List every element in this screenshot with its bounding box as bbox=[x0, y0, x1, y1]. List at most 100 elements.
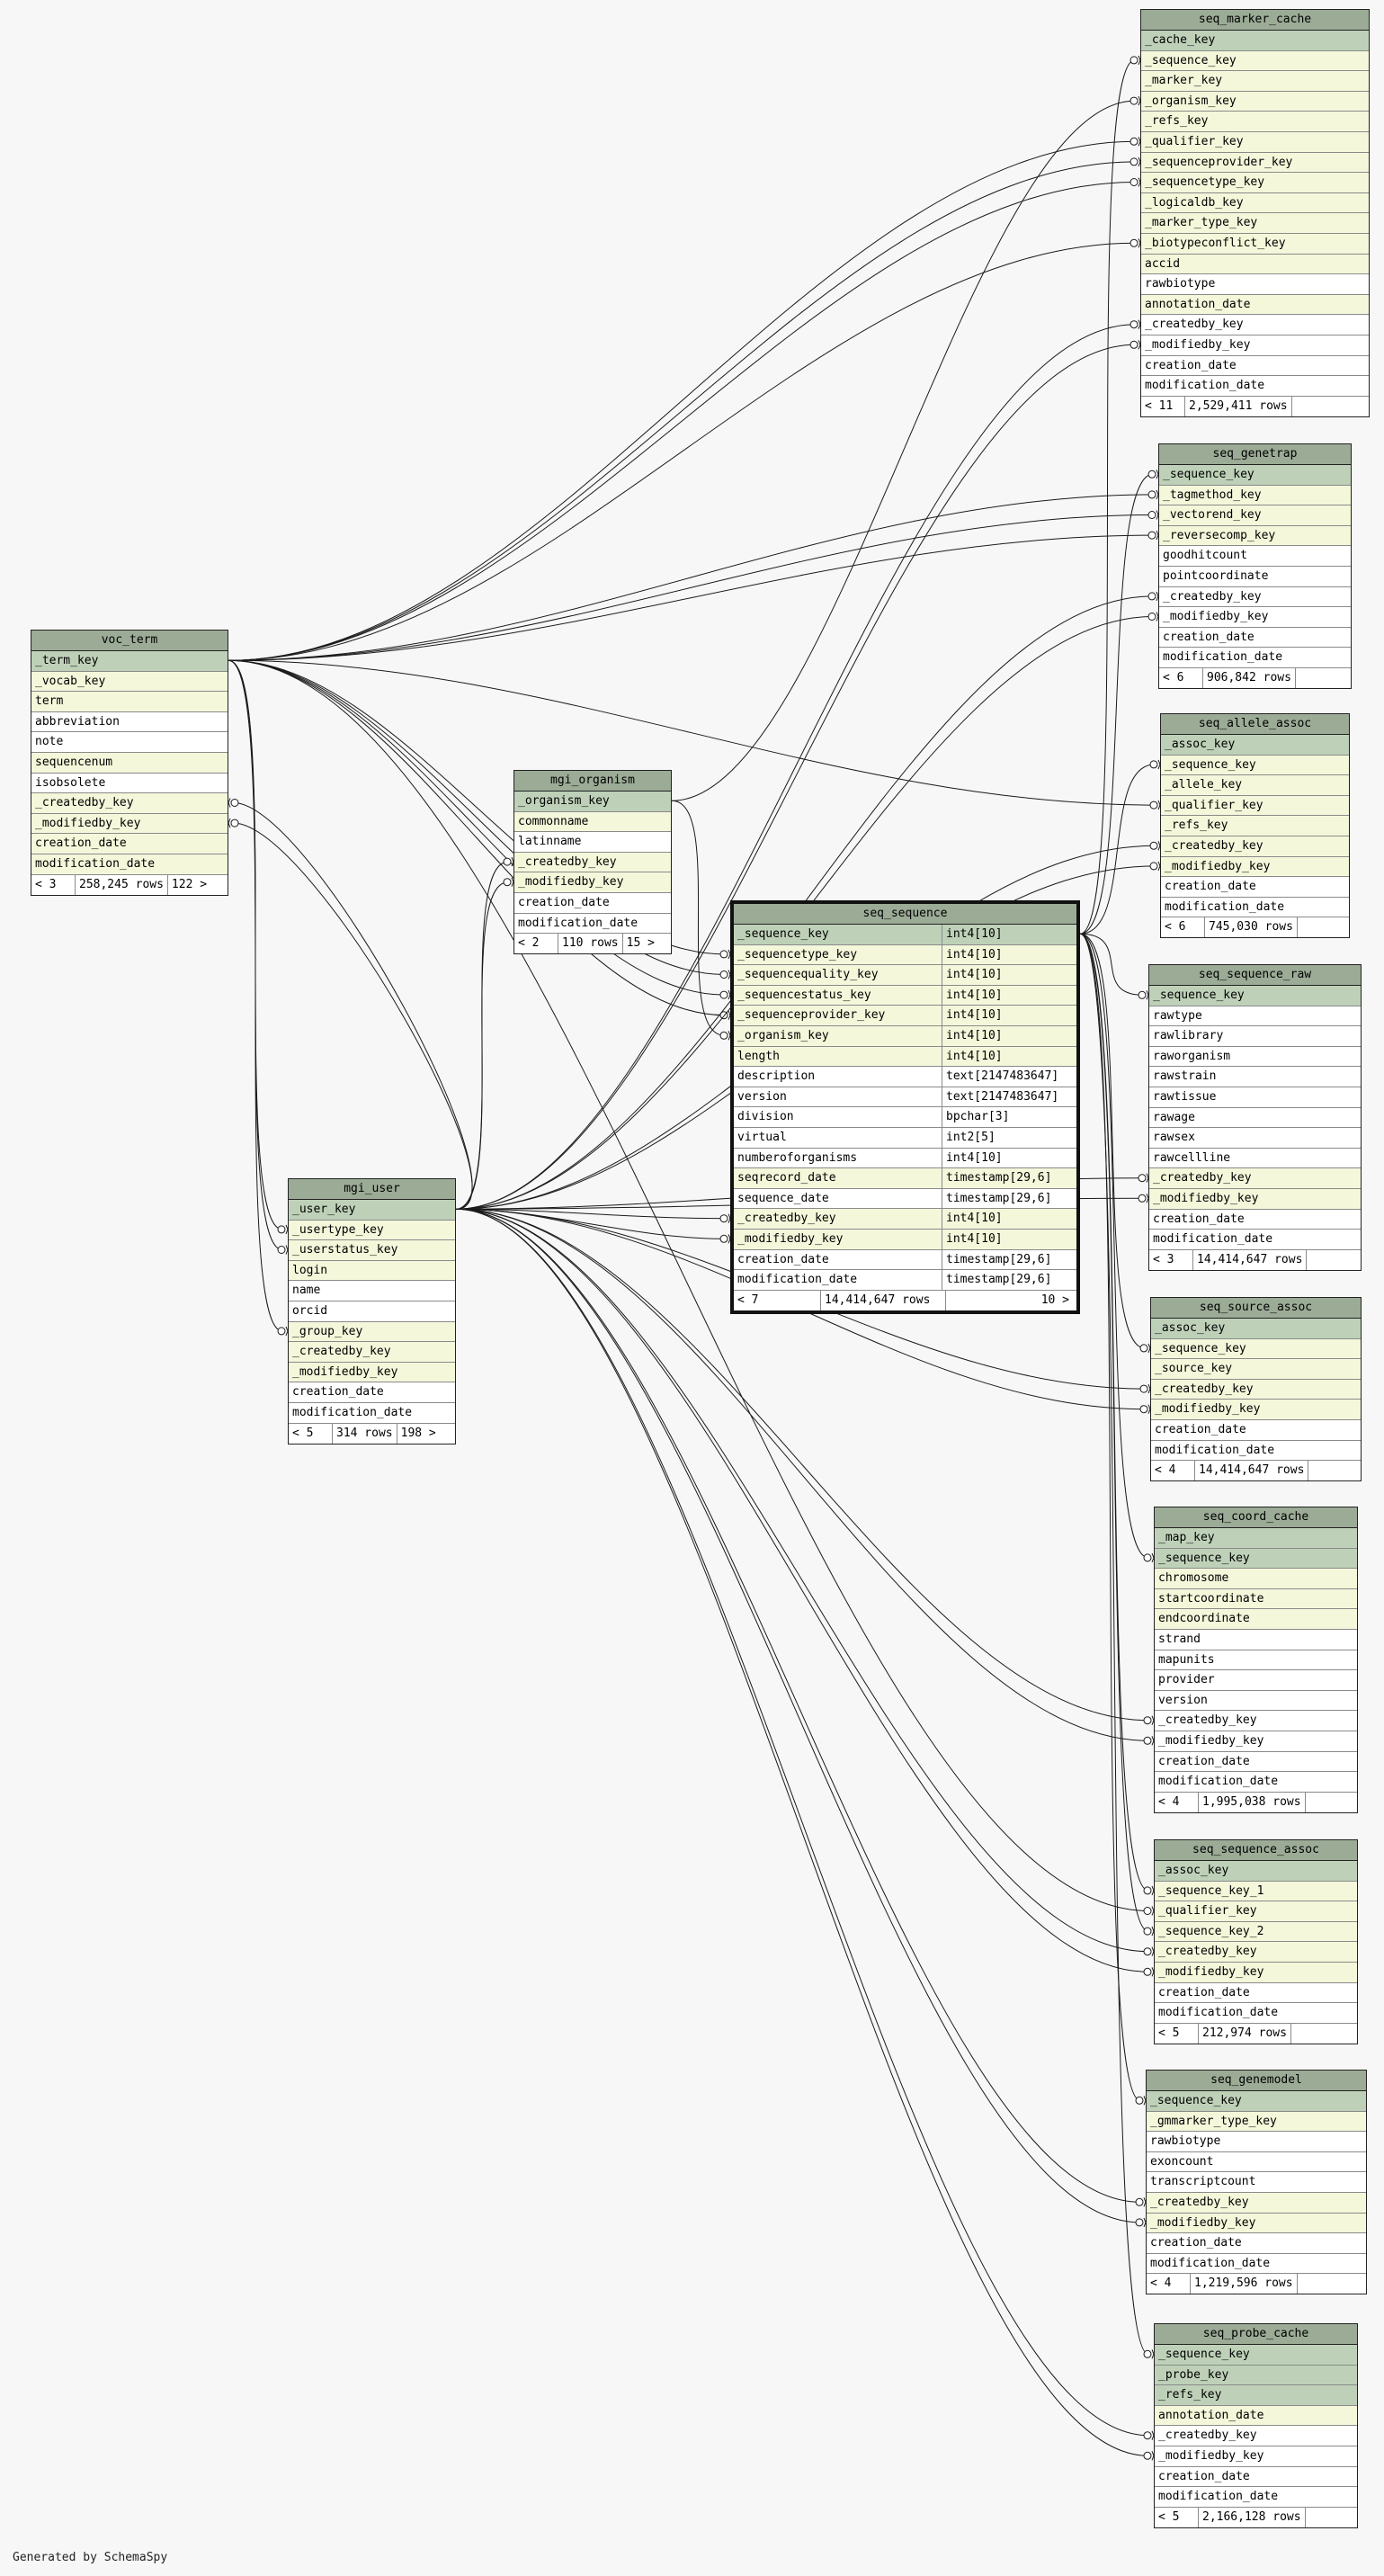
parents-link[interactable]: < 5 bbox=[289, 1423, 333, 1444]
column-row[interactable]: modification_date bbox=[1159, 648, 1351, 668]
parents-link[interactable]: < 6 bbox=[1161, 917, 1205, 938]
column-row[interactable]: _sequence_key_1 bbox=[1155, 1881, 1357, 1902]
column-row[interactable]: goodhitcount bbox=[1159, 546, 1351, 567]
column-row[interactable]: _gmmarker_type_key bbox=[1147, 2111, 1366, 2133]
column-row[interactable]: endcoordinate bbox=[1155, 1609, 1357, 1630]
column-row[interactable]: _reversecomp_key bbox=[1159, 525, 1351, 547]
table-seq-sequence-assoc[interactable]: seq_sequence_assoc_assoc_key_sequence_ke… bbox=[1154, 1839, 1358, 2044]
children-link[interactable] bbox=[1291, 2024, 1357, 2044]
column-row[interactable]: _logicaldb_key bbox=[1141, 192, 1369, 214]
parents-link[interactable]: < 2 bbox=[514, 934, 558, 954]
column-row[interactable]: _createdby_key bbox=[289, 1342, 455, 1363]
table-title[interactable]: seq_probe_cache bbox=[1155, 2324, 1357, 2345]
column-row[interactable]: modification_date bbox=[514, 914, 671, 935]
column-row[interactable]: _modifiedby_key bbox=[1151, 1400, 1361, 1420]
column-row[interactable]: _modifiedby_key bbox=[1155, 1962, 1357, 1983]
column-row[interactable]: login bbox=[289, 1260, 455, 1282]
column-row[interactable]: _sequence_key bbox=[1155, 1548, 1357, 1570]
parents-link[interactable]: < 3 bbox=[31, 874, 76, 895]
column-row[interactable]: _user_key bbox=[289, 1200, 455, 1221]
column-row[interactable]: version bbox=[1155, 1691, 1357, 1712]
column-row[interactable]: _assoc_key bbox=[1151, 1319, 1361, 1339]
column-row[interactable]: creation_date bbox=[1141, 356, 1369, 377]
column-row[interactable]: pointcoordinate bbox=[1159, 567, 1351, 587]
column-row[interactable]: _modifiedby_key bbox=[1147, 2213, 1366, 2234]
column-row[interactable]: name bbox=[289, 1281, 455, 1301]
column-row[interactable]: _sequence_key bbox=[1149, 986, 1361, 1006]
column-row[interactable]: modification_date bbox=[1155, 1772, 1357, 1793]
children-link[interactable] bbox=[1306, 2508, 1357, 2527]
column-row[interactable]: modification_date bbox=[1161, 898, 1349, 918]
column-row[interactable]: modification_date bbox=[1155, 2487, 1357, 2508]
column-row[interactable]: _modifiedby_key bbox=[1149, 1188, 1361, 1210]
column-row[interactable]: _sequence_key bbox=[1155, 2345, 1357, 2366]
table-seq-allele-assoc[interactable]: seq_allele_assoc_assoc_key_sequence_key_… bbox=[1160, 713, 1350, 939]
column-row[interactable]: _refs_key bbox=[1161, 816, 1349, 836]
column-row[interactable]: _assoc_key bbox=[1161, 735, 1349, 756]
column-row[interactable]: creation_date bbox=[1159, 628, 1351, 648]
parents-link[interactable]: < 4 bbox=[1151, 1461, 1195, 1481]
column-row[interactable]: _sequence_key_2 bbox=[1155, 1921, 1357, 1943]
column-row[interactable]: _sequence_key bbox=[1161, 755, 1349, 776]
column-row[interactable]: _createdby_key bbox=[514, 852, 671, 873]
column-row[interactable]: _source_key bbox=[1151, 1359, 1361, 1380]
column-row[interactable]: _createdby_key bbox=[1155, 1942, 1357, 1963]
parents-link[interactable]: < 4 bbox=[1155, 1792, 1199, 1812]
column-row[interactable]: _createdby_key bbox=[1161, 836, 1349, 857]
parents-link[interactable]: < 5 bbox=[1155, 2507, 1199, 2527]
column-row[interactable]: strand bbox=[1155, 1630, 1357, 1650]
table-seq-genetrap[interactable]: seq_genetrap_sequence_key_tagmethod_key _… bbox=[1158, 443, 1352, 689]
column-row[interactable]: transcriptcount bbox=[1147, 2172, 1366, 2193]
column-row[interactable]: rawcellline bbox=[1149, 1149, 1361, 1169]
table-title[interactable]: mgi_organism bbox=[514, 771, 671, 792]
table-title[interactable]: seq_sequence_assoc bbox=[1155, 1840, 1357, 1861]
column-row[interactable]: commonname bbox=[514, 811, 671, 833]
column-row[interactable]: _sequence_key bbox=[1159, 465, 1351, 486]
column-row[interactable]: rawstrain bbox=[1149, 1067, 1361, 1087]
table-title[interactable]: mgi_user bbox=[289, 1179, 455, 1200]
column-row[interactable]: _usertype_key bbox=[289, 1220, 455, 1241]
column-row[interactable]: term bbox=[31, 692, 228, 712]
column-row[interactable]: _group_key bbox=[289, 1321, 455, 1343]
table-title[interactable]: seq_genetrap bbox=[1159, 444, 1351, 465]
column-row[interactable]: _marker_type_key bbox=[1141, 213, 1369, 234]
column-row[interactable]: _createdby_key bbox=[1155, 2426, 1357, 2446]
column-row[interactable]: _tagmethod_key bbox=[1159, 485, 1351, 506]
column-row[interactable]: creation_date bbox=[1161, 877, 1349, 898]
column-row[interactable]: abbreviation bbox=[31, 712, 228, 733]
children-link[interactable]: 122 > bbox=[171, 877, 208, 891]
column-row[interactable]: creation_date bbox=[1155, 1752, 1357, 1773]
column-row[interactable]: _refs_key bbox=[1141, 112, 1369, 132]
column-row[interactable]: exoncount bbox=[1147, 2152, 1366, 2173]
column-row[interactable]: _vocab_key bbox=[31, 671, 228, 693]
children-link[interactable]: 10 > bbox=[1040, 1292, 1069, 1307]
column-row[interactable]: _modifiedby_key bbox=[514, 872, 671, 893]
column-row[interactable]: chromosome bbox=[1155, 1569, 1357, 1589]
column-row[interactable]: rawage bbox=[1149, 1108, 1361, 1129]
column-row[interactable]: _modifiedby_key bbox=[1155, 2446, 1357, 2467]
parents-link[interactable]: < 5 bbox=[1155, 2023, 1199, 2044]
column-row[interactable]: creation_date bbox=[514, 893, 671, 914]
column-row[interactable]: _term_key bbox=[31, 651, 228, 672]
children-link[interactable] bbox=[1298, 2274, 1366, 2294]
parents-link[interactable]: < 6 bbox=[1159, 667, 1203, 688]
column-row[interactable]: note bbox=[31, 732, 228, 753]
column-row[interactable]: _createdby_key bbox=[1149, 1168, 1361, 1189]
column-row[interactable]: creation_date bbox=[31, 834, 228, 854]
table-title[interactable]: seq_coord_cache bbox=[1155, 1507, 1357, 1528]
column-row[interactable]: _organism_key bbox=[514, 792, 671, 812]
column-row[interactable]: accid bbox=[1141, 254, 1369, 275]
table-title[interactable]: voc_term bbox=[31, 631, 228, 651]
column-row[interactable]: creation_date bbox=[1155, 2467, 1357, 2488]
